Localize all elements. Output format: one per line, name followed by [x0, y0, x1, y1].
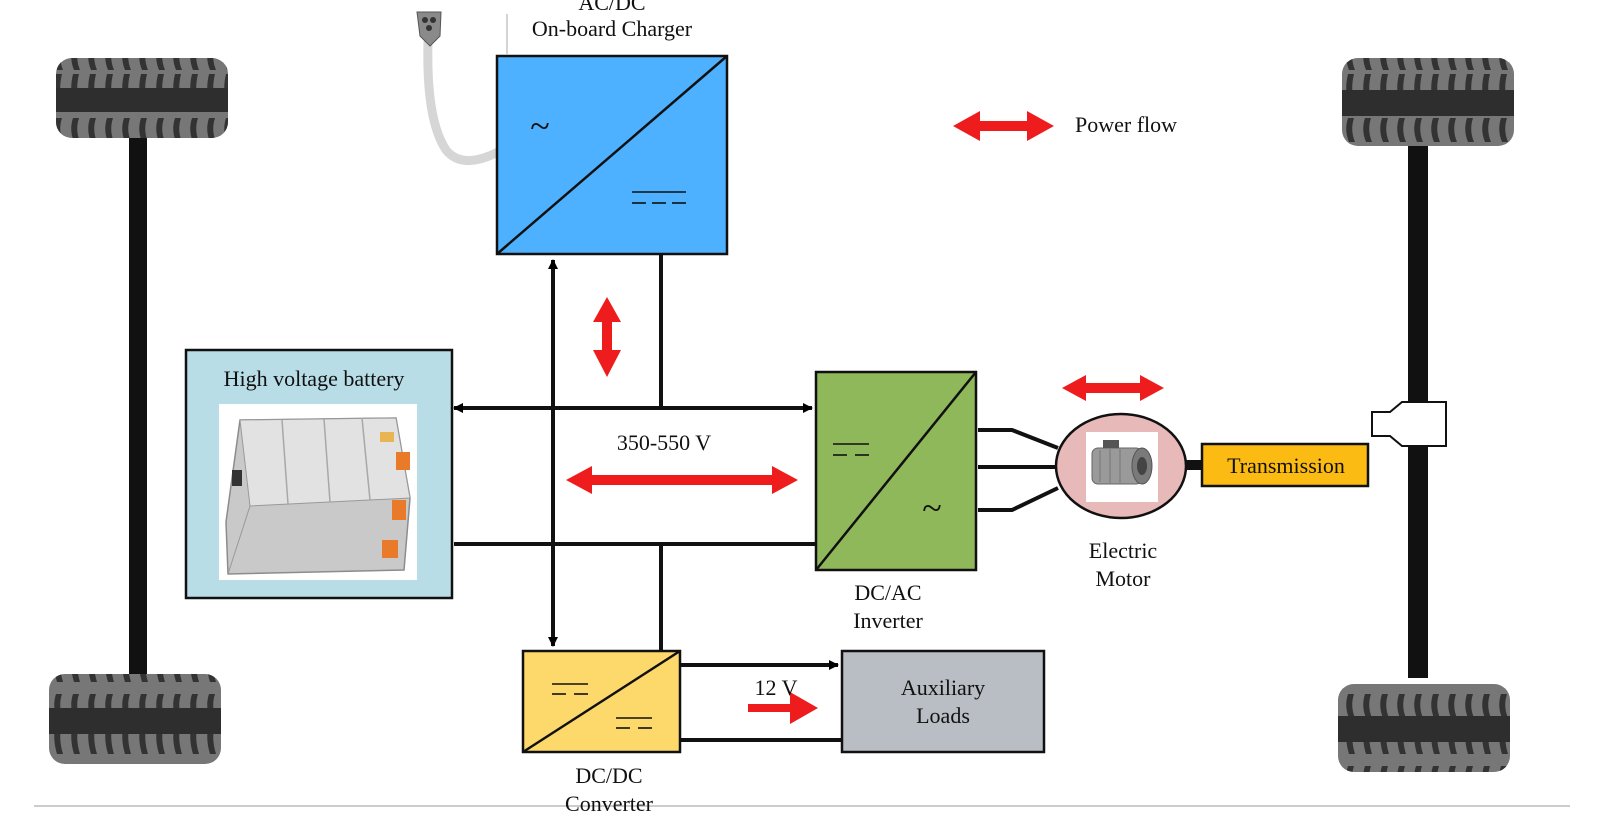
low-voltage-label: 12 V	[755, 675, 798, 700]
aux-label-line1: Auxiliary	[901, 675, 985, 700]
bus-voltage-label: 350-550 V	[617, 430, 711, 455]
wheel-bottom-left-icon	[49, 674, 221, 764]
wiring	[453, 254, 1202, 742]
electric-motor	[1054, 412, 1188, 520]
legend-label: Power flow	[1075, 112, 1177, 137]
power-flow-aux-arrow-icon	[748, 692, 818, 724]
ac-symbol: ~	[530, 106, 549, 146]
motor-label-line2: Motor	[1096, 566, 1152, 591]
left-axle	[129, 138, 147, 678]
battery-pack-icon	[225, 417, 411, 575]
inverter-ac-symbol: ~	[922, 488, 941, 528]
differential-icon	[1371, 401, 1447, 447]
power-flow-motor-arrow-icon	[1062, 375, 1164, 401]
aux-label-line2: Loads	[916, 703, 970, 728]
dc-dc-converter-block	[521, 649, 682, 754]
inverter-dc-symbol	[833, 443, 869, 456]
motor-icon	[1091, 440, 1153, 485]
legend-arrow-icon	[953, 111, 1054, 141]
charger-title-line1: AC/DC	[578, 0, 645, 15]
dcdc-output-symbol	[616, 717, 652, 729]
battery-block: High voltage battery	[184, 348, 454, 600]
wheel-bottom-right-icon	[1338, 684, 1510, 772]
power-flow-vertical-arrow-icon	[593, 297, 621, 377]
transmission-label: Transmission	[1227, 453, 1345, 478]
transmission-block: Transmission	[1200, 442, 1370, 488]
battery-label: High voltage battery	[224, 366, 405, 391]
dcdc-label-line2: Converter	[565, 791, 654, 816]
wheel-top-left-icon	[56, 58, 228, 138]
power-flow-bus-arrow-icon	[566, 466, 798, 494]
charging-plug-icon	[416, 11, 508, 165]
dc-symbol	[632, 191, 686, 204]
dcdc-label-line1: DC/DC	[575, 763, 642, 788]
ac-dc-charger-block: ~	[495, 54, 729, 256]
dcdc-input-symbol	[552, 683, 588, 695]
motor-label-line1: Electric	[1089, 538, 1158, 563]
charger-title-line2: On-board Charger	[532, 16, 693, 41]
auxiliary-loads-block: Auxiliary Loads	[840, 649, 1046, 754]
inverter-label-line2: Inverter	[853, 608, 923, 633]
inverter-label-line1: DC/AC	[854, 580, 921, 605]
dc-ac-inverter-block: ~	[814, 370, 978, 572]
legend: Power flow	[953, 111, 1177, 141]
wheel-top-right-icon	[1342, 58, 1514, 146]
